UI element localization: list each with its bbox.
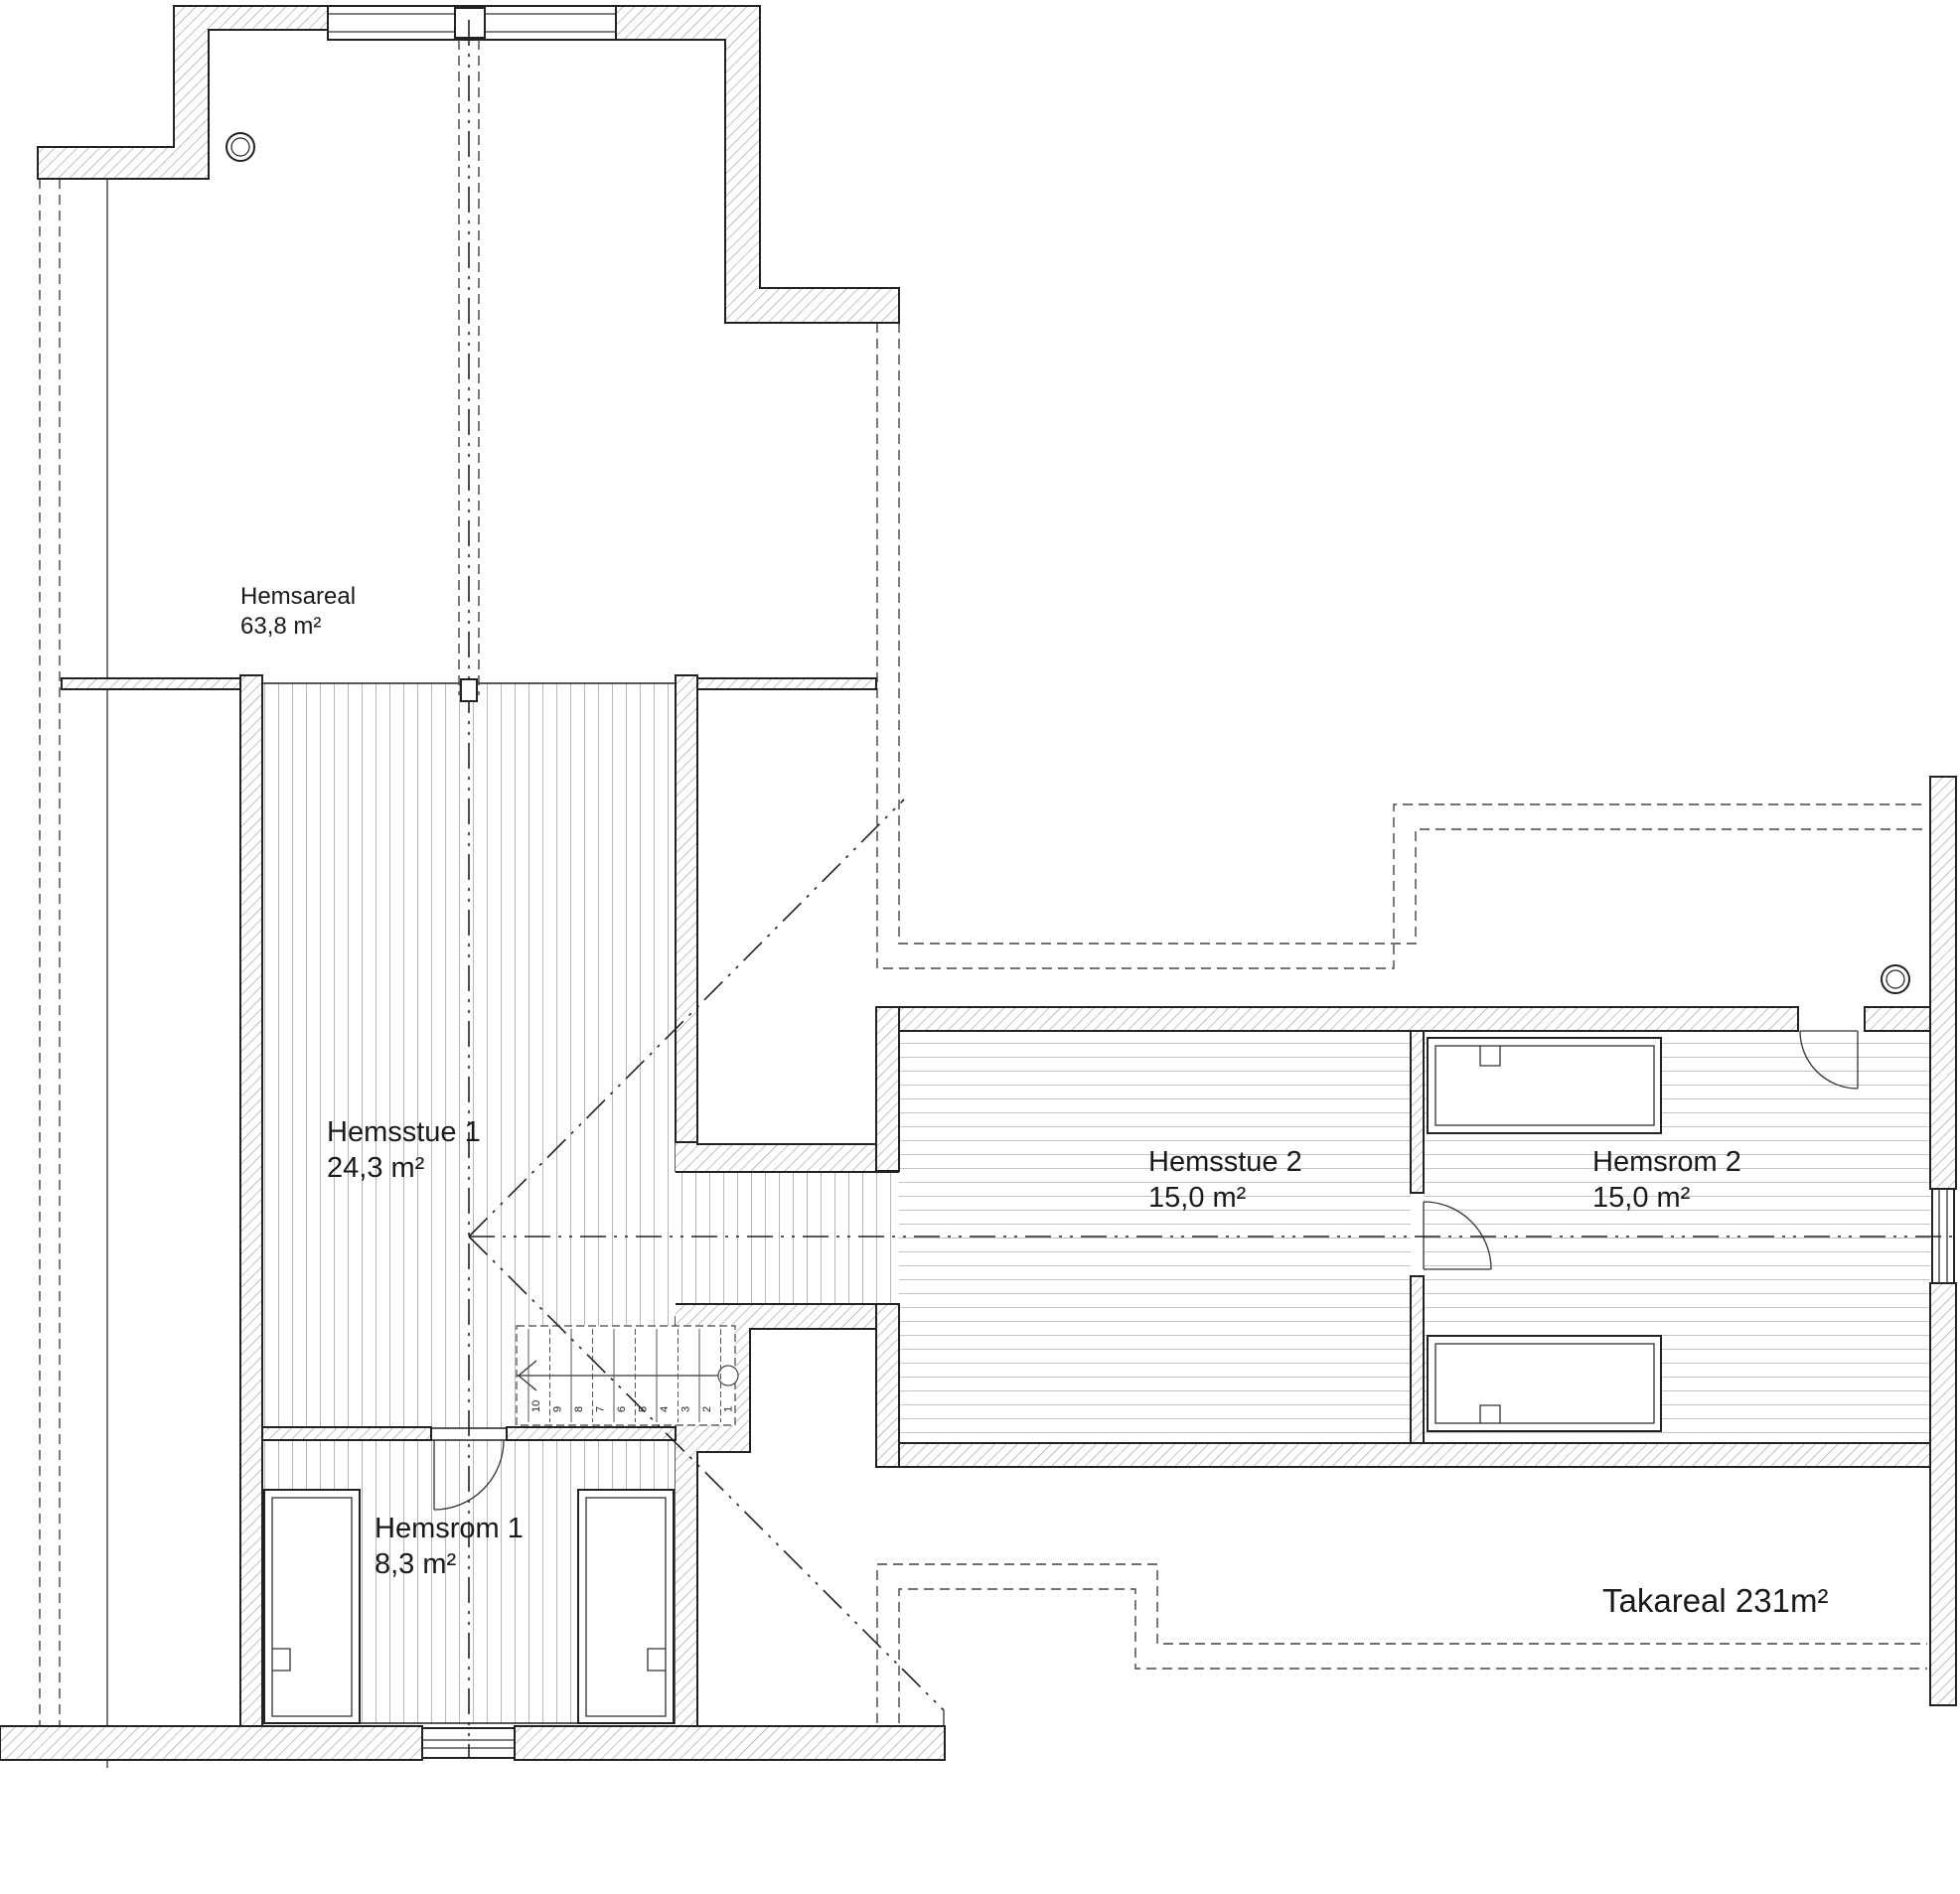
stair-step-number: 10: [530, 1400, 542, 1412]
room-area-hemsareal: 63,8 m²: [240, 613, 321, 640]
room-area-hemsrom2: 15,0 m²: [1592, 1182, 1691, 1214]
room-name-hemsareal: Hemsareal: [240, 583, 356, 610]
stair-step-number: 6: [616, 1406, 628, 1412]
upper-gable-wall: [37, 5, 900, 324]
stair-step-number: 3: [680, 1406, 692, 1412]
room-name-hemsrom2: Hemsrom 2: [1592, 1146, 1741, 1178]
room-area-hemsstue1: 24,3 m²: [327, 1152, 425, 1184]
label-hemsrom1: Hemsrom 1 8,3 m²: [375, 1513, 524, 1580]
stair-step-number: 8: [573, 1406, 585, 1412]
bed-hemsrom2-top: [1427, 1037, 1662, 1134]
room-area-hemsstue2: 15,0 m²: [1148, 1182, 1247, 1214]
roof-outline-dashed: [39, 159, 1927, 1768]
partition-wall: [696, 677, 877, 690]
stair-step-number: 2: [701, 1406, 713, 1412]
stair: 10 9 8 7 6 5 4 3 2 1: [516, 1325, 739, 1426]
room-name-hemsrom1: Hemsrom 1: [375, 1513, 524, 1544]
label-hemsstue2: Hemsstue 2 15,0 m²: [1148, 1146, 1302, 1214]
takareal-label: Takareal 231m²: [1602, 1582, 1828, 1619]
stair-step-number: 5: [638, 1406, 650, 1412]
stair-step-number: 1: [723, 1406, 735, 1412]
stair-step-number: 4: [659, 1406, 671, 1412]
partition-wall: [61, 677, 241, 690]
east-wing-walls: [875, 776, 1957, 1706]
room-name-hemsstue2: Hemsstue 2: [1148, 1146, 1302, 1178]
stair-step-number: 9: [552, 1406, 564, 1412]
stair-step-number: 7: [595, 1406, 607, 1412]
door-hemsrom1: [433, 1439, 505, 1511]
door-hemsrom2: [1423, 1201, 1492, 1270]
label-hemsstue1: Hemsstue 1 24,3 m²: [327, 1116, 481, 1184]
bed-hemsrom1-right: [577, 1489, 675, 1724]
room-name-hemsstue1: Hemsstue 1: [327, 1116, 481, 1148]
bed-hemsrom2-bottom: [1427, 1335, 1662, 1432]
door-top-east: [1799, 1030, 1859, 1090]
label-hemsrom2: Hemsrom 2 15,0 m²: [1592, 1146, 1741, 1214]
bed-hemsrom1-left: [263, 1489, 361, 1724]
ridge-lines: [458, 20, 1957, 1758]
room-area-hemsrom1: 8,3 m²: [375, 1548, 457, 1580]
label-hemsareal: Hemsareal 63,8 m²: [240, 583, 356, 640]
